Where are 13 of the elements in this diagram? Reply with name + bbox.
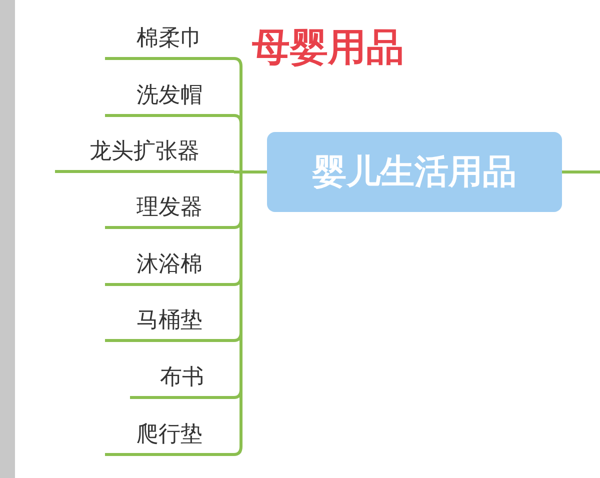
item-label: 理发器: [136, 194, 202, 222]
item-label: 爬行垫: [136, 421, 202, 449]
item-label: 棉柔巾: [136, 25, 202, 53]
topic-box: [267, 132, 562, 212]
item-label: 马桶垫: [136, 307, 202, 335]
connector: [234, 170, 267, 456]
connector: [562, 170, 600, 174]
topic-text: 婴儿生活用品: [312, 151, 516, 194]
item-label: 龙头扩张器: [90, 138, 200, 166]
item-label: 布书: [160, 364, 204, 392]
title: 母婴用品: [252, 24, 404, 71]
item-label: 洗发帽: [136, 82, 202, 110]
item-label: 沐浴棉: [136, 251, 202, 279]
